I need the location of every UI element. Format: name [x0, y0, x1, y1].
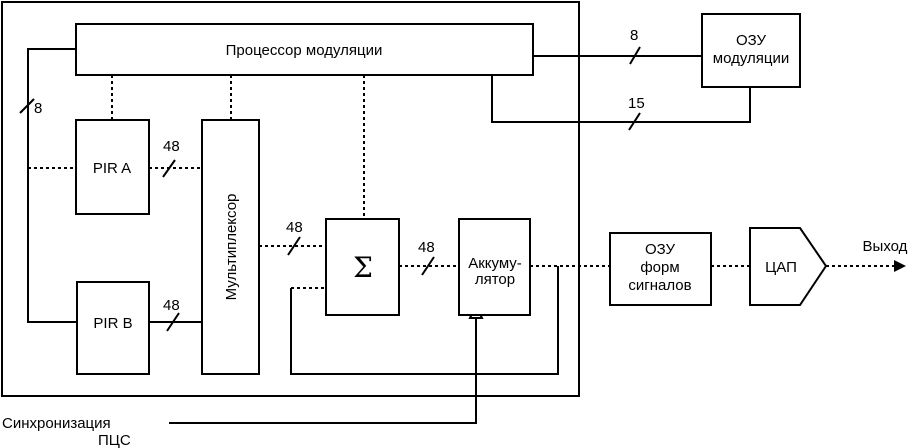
- ram-modulation-block: ОЗУ модуляции: [701, 13, 801, 88]
- bus-label-pir-b-to-mux: 48: [163, 297, 180, 314]
- tick-pir-b-to-mux: [166, 312, 180, 332]
- pir-b-label: PIR B: [93, 315, 132, 332]
- bus-label-pir-a-to-mux: 48: [163, 138, 180, 155]
- pir-a-label: PIR A: [93, 160, 131, 177]
- accumulator-label-2: лятор: [475, 271, 515, 288]
- bus-labels: 8 15 8 48 48 48 48: [34, 27, 645, 314]
- bus-ticks: [19, 46, 641, 332]
- wire-proc-to-pir: [27, 48, 77, 323]
- tick-ram-to-proc: [628, 112, 641, 131]
- pir-b-block: PIR B: [76, 281, 150, 375]
- tick-proc-to-pir: [19, 98, 35, 114]
- processor-block: Процессор модуляции: [75, 23, 534, 76]
- bus-label-proc-to-pir: 8: [34, 100, 42, 117]
- sum-block: Σ: [325, 218, 400, 316]
- accumulator-block: Аккуму- лятор: [458, 218, 531, 316]
- processor-label: Процессор модуляции: [226, 42, 383, 59]
- tick-pir-a-to-mux: [162, 159, 176, 178]
- accumulator-label-1: Аккуму-: [468, 255, 522, 272]
- ram-wave-label-3: сигналов: [628, 277, 691, 294]
- ram-mod-label-1: ОЗУ: [736, 32, 767, 49]
- wire-feedback-acc: [290, 266, 559, 375]
- sum-symbol: Σ: [353, 251, 373, 284]
- bus-label-sum-to-acc: 48: [418, 239, 435, 256]
- dac-label: ЦАП: [765, 259, 797, 276]
- bus-label-proc-to-ram: 8: [630, 27, 638, 44]
- sync-label-1: Синхронизация: [2, 415, 111, 432]
- output-arrow-icon: [894, 260, 906, 272]
- dac-block: ЦАП: [749, 227, 828, 306]
- ram-wave-label-1: ОЗУ: [645, 241, 676, 258]
- multiplexer-label: Мультиплексор: [223, 194, 240, 301]
- tick-sum-to-acc: [421, 256, 435, 276]
- bus-label-mux-to-sum: 48: [286, 219, 303, 236]
- wire-ram-mod-to-proc: [491, 74, 751, 123]
- ram-wave-label-2: форм: [640, 259, 679, 276]
- connections: [27, 48, 906, 424]
- tick-mux-to-sum: [287, 236, 301, 256]
- multiplexer-block: Мультиплексор: [201, 119, 260, 375]
- pir-a-block: PIR A: [75, 119, 150, 215]
- tick-proc-to-ram: [629, 46, 641, 65]
- sync-label-2: ПЦС: [98, 432, 131, 448]
- ram-waveforms-block: ОЗУ форм сигналов: [609, 232, 712, 306]
- bus-label-ram-to-proc: 15: [628, 95, 645, 112]
- output-label: Выход: [863, 238, 908, 255]
- wire-sync: [169, 313, 477, 424]
- ram-mod-label-2: модуляции: [713, 50, 789, 67]
